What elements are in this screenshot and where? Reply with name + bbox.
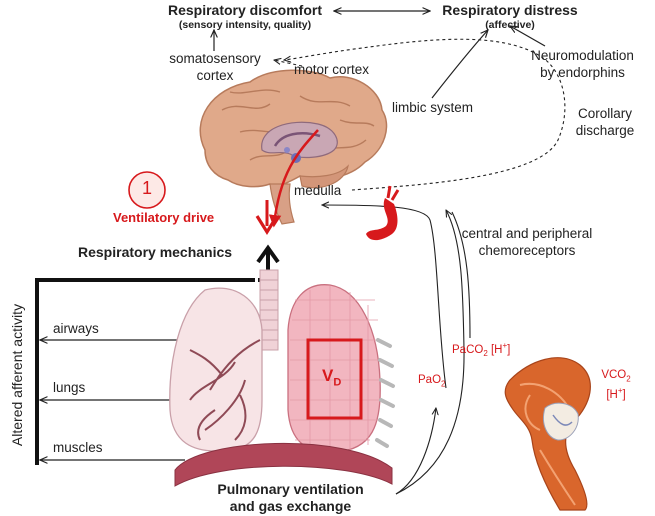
chemoreceptors-label-line1: central and peripheral	[461, 226, 593, 241]
heart-icon	[366, 185, 400, 241]
respiratory-discomfort-title: Respiratory discomfort	[167, 2, 323, 18]
dead-space-label: VD	[322, 366, 342, 389]
respiratory-distress-subtitle: (affective)	[485, 19, 535, 31]
neuromodulation-label-line1: Neuromodulation	[531, 48, 634, 63]
muscles-label: muscles	[53, 440, 103, 455]
vco2-label: VCO2	[601, 369, 631, 384]
motor-cortex-label: motor cortex	[294, 62, 370, 77]
pao2-label: PaO2	[418, 374, 446, 389]
brain-icon	[199, 69, 388, 225]
altered-afferent-activity-label: Altered afferent activity	[9, 303, 25, 447]
pulmonary-ventilation-label-line2: and gas exchange	[229, 498, 352, 514]
knee-muscle-icon	[504, 357, 591, 511]
ventilatory-drive-label: Ventilatory drive	[113, 210, 215, 225]
respiratory-discomfort-subtitle: (sensory intensity, quality)	[178, 19, 312, 31]
respiratory-distress-title: Respiratory distress	[442, 2, 578, 18]
paco2-label: PaCO2 [H+]	[452, 341, 511, 359]
respiratory-mechanics-label: Respiratory mechanics	[78, 244, 233, 260]
h-ion-label: [H+]	[606, 386, 626, 401]
chemoreceptors-label-line2: chemoreceptors	[478, 243, 576, 258]
airways-label: airways	[53, 321, 99, 336]
somatosensory-cortex-label-line2: cortex	[196, 68, 234, 83]
lungs-label: lungs	[53, 380, 86, 395]
limbic-system-label: limbic system	[392, 100, 474, 115]
lungs-icon	[169, 269, 395, 487]
somatosensory-cortex-label-line1: somatosensory	[169, 51, 261, 66]
pulmonary-ventilation-label-line1: Pulmonary ventilation	[217, 481, 364, 497]
neuromodulation-label-line2: by endorphins	[540, 65, 625, 80]
corollary-discharge-label-line2: discharge	[575, 123, 635, 138]
medulla-label: medulla	[294, 183, 342, 198]
corollary-discharge-label-line1: Corollary	[577, 106, 632, 121]
step-number-badge: 1	[141, 178, 152, 198]
